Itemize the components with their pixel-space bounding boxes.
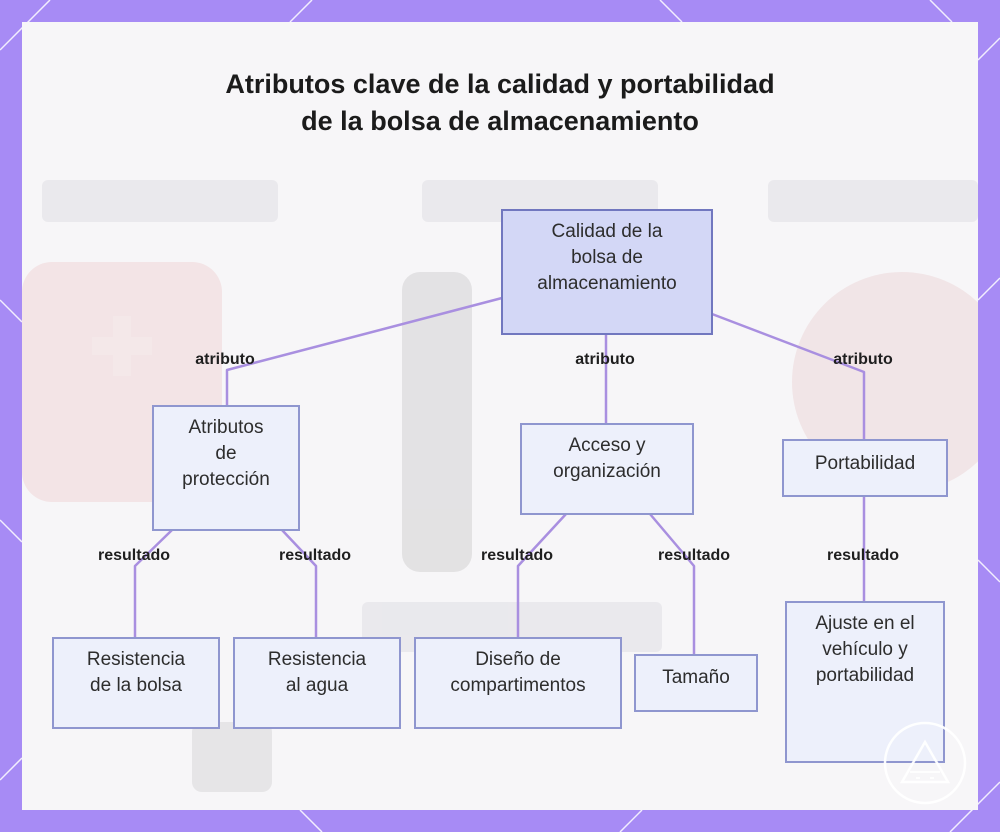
edge-label-proteccion-resistencia-bolsa: resultado [98, 547, 170, 565]
edge-label-acceso-compartimentos: resultado [481, 547, 553, 565]
node-diseno-compartimentos: Diseño de compartimentos [414, 637, 622, 729]
edge-acceso-tamano [650, 514, 694, 655]
node-resistencia-bolsa: Resistencia de la bolsa [52, 637, 220, 729]
node-portabilidad: Portabilidad [782, 439, 948, 497]
triangle-badge-icon [882, 720, 968, 806]
edge-label-root-acceso: atributo [575, 351, 635, 369]
edge-label-proteccion-resistencia-agua: resultado [279, 547, 351, 565]
node-resistencia-agua: Resistencia al agua [233, 637, 401, 729]
edge-label-portabilidad-ajuste: resultado [827, 547, 899, 565]
node-tamano: Tamaño [634, 654, 758, 712]
edge-acceso-compartimentos [518, 514, 566, 638]
edge-label-root-proteccion: atributo [195, 351, 255, 369]
edge-label-acceso-tamano: resultado [658, 547, 730, 565]
node-calidad-bolsa: Calidad de la bolsa de almacenamiento [501, 209, 713, 335]
node-acceso-organizacion: Acceso y organización [520, 423, 694, 515]
edge-label-root-portabilidad: atributo [833, 351, 893, 369]
edge-root-proteccion [227, 298, 502, 406]
node-atributos-proteccion: Atributos de protección [152, 405, 300, 531]
edge-root-portabilidad [712, 314, 864, 440]
